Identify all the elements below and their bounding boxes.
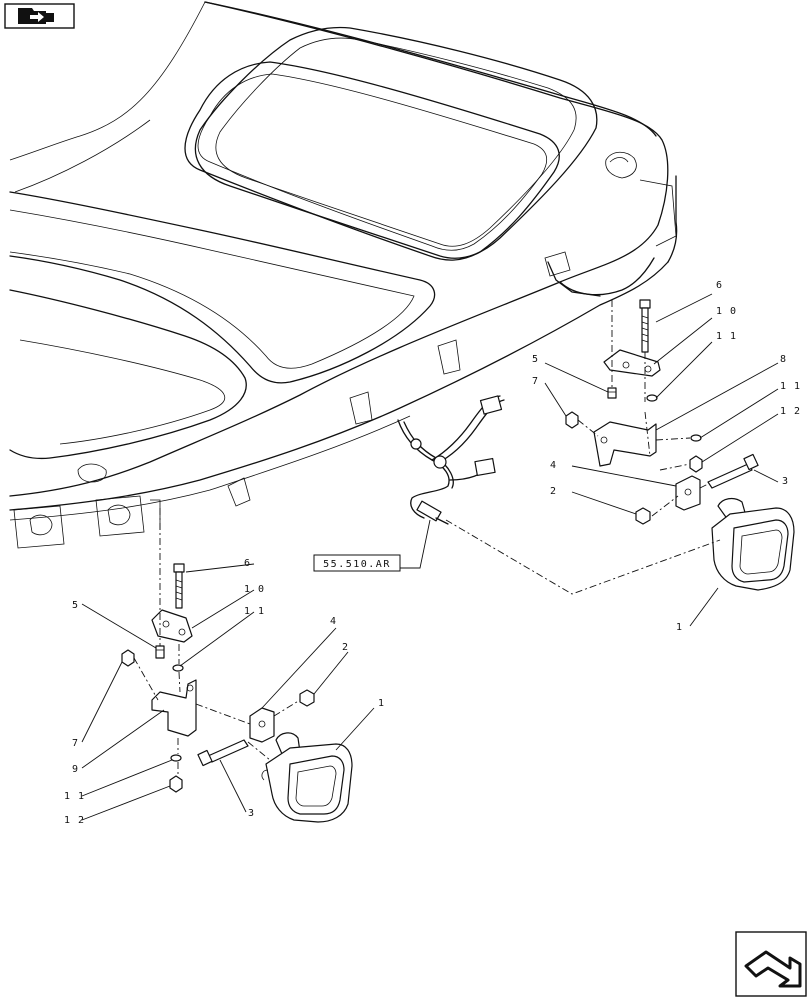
callout-12-left: 1 2: [64, 815, 85, 826]
bracket-4-left: [249, 707, 275, 743]
washer-11-right-a: [646, 394, 658, 402]
left-lamp-assembly: [121, 563, 353, 823]
nut-2-right: [635, 507, 651, 525]
nut-12-left: [169, 775, 183, 793]
bracket-8-right: [593, 421, 657, 467]
callout-7-left: 7: [72, 738, 79, 749]
callout-6-right: 6: [716, 280, 723, 291]
nut-2-left: [299, 689, 315, 707]
previous-page-icon[interactable]: [4, 3, 75, 29]
leader-lines: [81, 293, 779, 821]
callout-7-right: 7: [532, 376, 539, 387]
washer-11-left-a: [172, 664, 184, 672]
callout-1-right: 1: [676, 622, 683, 633]
callout-11-left: 1 1: [244, 606, 265, 617]
callout-3-right: 3: [782, 476, 789, 487]
callout-3-left: 3: [248, 808, 255, 819]
callout-2-left: 2: [342, 642, 349, 653]
callout-1-left: 1: [378, 698, 385, 709]
bolt-6-left: [173, 563, 185, 609]
callout-10-left: 1 0: [244, 584, 265, 595]
callout-5-right: 5: [532, 354, 539, 365]
callout-9-left: 9: [72, 764, 79, 775]
reference-box[interactable]: 55.510.AR: [313, 519, 431, 572]
next-page-icon[interactable]: [735, 931, 807, 997]
reference-label: 55.510.AR: [323, 559, 391, 570]
screw-5-left: [155, 645, 165, 659]
nut-12-right: [689, 455, 703, 473]
cab-roof: [9, 1, 678, 549]
callout-4-left: 4: [330, 616, 337, 627]
callout-11-right: 1 1: [716, 331, 737, 342]
bolt-3-left: [197, 739, 249, 767]
callout-labels: 6 1 0 1 1 5 7 8 1 1 1 2 4 3 2 1 6 1 0 5 …: [64, 280, 801, 826]
bolt-3-right: [707, 453, 759, 489]
work-lamp-1-right: [711, 497, 795, 591]
callout-4-right: 4: [550, 460, 557, 471]
callout-6-left: 6: [244, 558, 251, 569]
plate-10-right: [603, 349, 661, 377]
callout-5-left: 5: [72, 600, 79, 611]
bolt-6-right: [639, 299, 651, 353]
assembly-lines: [133, 300, 721, 776]
callout-8-right: 8: [780, 354, 787, 365]
nut-7-right: [565, 411, 579, 429]
washer-11-left-b: [170, 754, 182, 762]
callout-11-left-b: 1 1: [64, 791, 85, 802]
nut-7-left: [121, 649, 135, 667]
plate-10-left: [151, 609, 193, 643]
work-lamp-1-left: [261, 732, 353, 823]
wiring-harness: [397, 395, 505, 525]
screw-5-right: [607, 387, 617, 399]
callout-2-right: 2: [550, 486, 557, 497]
washer-11-right-b: [690, 434, 702, 442]
callout-11-right-b: 1 1: [780, 381, 801, 392]
bracket-9-left: [151, 679, 197, 737]
bracket-4-right: [675, 475, 701, 511]
callout-10-right: 1 0: [716, 306, 737, 317]
callout-12-right: 1 2: [780, 406, 801, 417]
right-lamp-assembly: [565, 299, 795, 591]
